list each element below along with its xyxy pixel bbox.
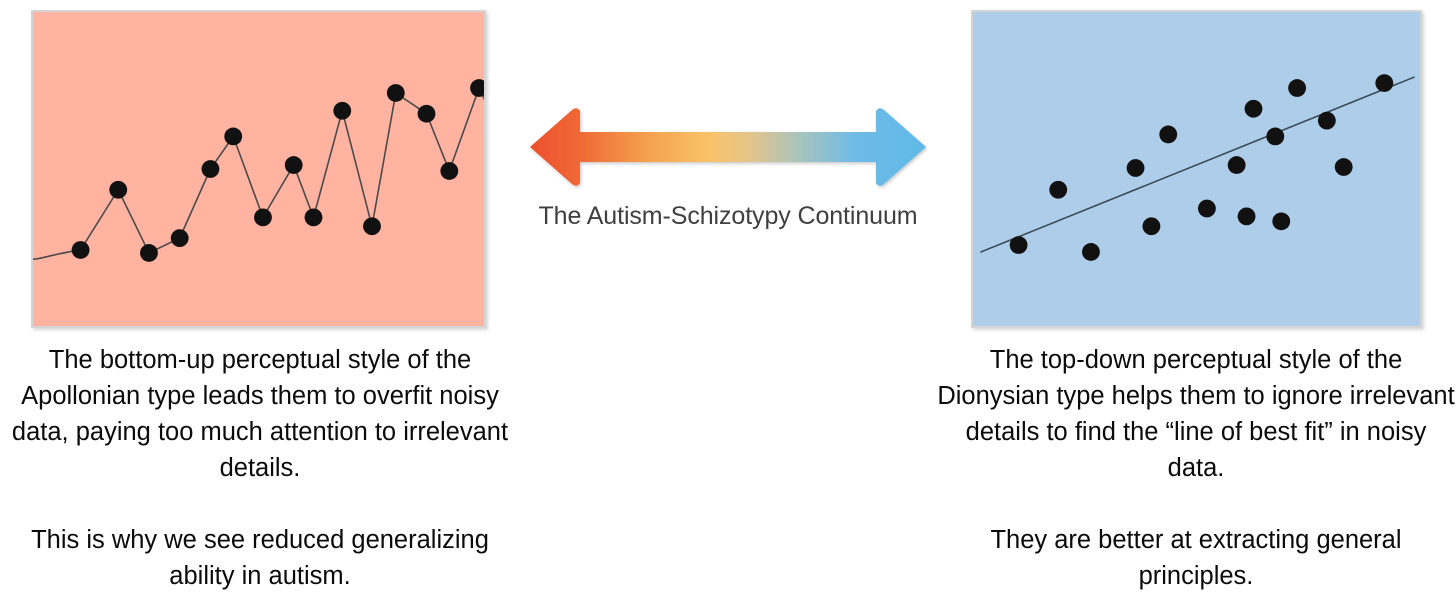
- arrow-shape: [530, 108, 926, 186]
- left-caption: The bottom-up perceptual style of the Ap…: [0, 342, 520, 594]
- data-point: [363, 217, 381, 236]
- data-point: [1272, 212, 1291, 231]
- data-point: [417, 104, 436, 123]
- data-point: [170, 229, 189, 248]
- right-chart-panel: [971, 10, 1422, 328]
- data-point: [71, 241, 90, 259]
- continuum-block: The Autism-Schizotypy Continuum: [508, 104, 948, 254]
- data-point: [1082, 243, 1100, 261]
- data-point: [1237, 207, 1256, 226]
- data-point: [1375, 74, 1394, 92]
- data-point: [470, 79, 484, 97]
- data-point: [440, 162, 459, 180]
- data-point: [1288, 79, 1307, 97]
- data-point: [386, 84, 405, 102]
- data-point: [1334, 158, 1353, 176]
- data-point: [1142, 217, 1161, 236]
- continuum-label: The Autism-Schizotypy Continuum: [538, 202, 918, 230]
- data-point: [254, 208, 272, 227]
- scatter-with-best-fit-chart: [973, 12, 1420, 326]
- right-caption-paragraph-2: They are better at extracting general pr…: [990, 526, 1402, 590]
- left-caption-paragraph-1: The bottom-up perceptual style of the Ap…: [11, 346, 509, 482]
- right-caption: The top-down perceptual style of the Dio…: [936, 342, 1456, 594]
- data-point: [140, 244, 158, 262]
- overfit-line-chart: [33, 12, 484, 326]
- right-data-points: [1009, 74, 1394, 261]
- right-chart-background: [973, 12, 1420, 326]
- data-point: [1197, 199, 1216, 218]
- left-caption-paragraph-2: This is why we see reduced generalizing …: [31, 526, 489, 590]
- data-point: [284, 156, 303, 174]
- double-headed-horizontal-arrow-icon: [530, 108, 926, 186]
- data-point: [304, 208, 323, 227]
- data-point: [1126, 159, 1145, 177]
- data-point: [1159, 125, 1178, 144]
- data-point: [1266, 127, 1285, 146]
- data-point: [201, 160, 220, 178]
- data-point: [109, 180, 128, 199]
- data-point: [224, 127, 243, 146]
- left-data-points: [71, 79, 484, 262]
- data-point: [1244, 99, 1263, 118]
- line-of-best-fit: [980, 76, 1415, 253]
- data-point: [1227, 156, 1246, 174]
- data-point: [1049, 180, 1068, 199]
- left-chart-panel: [31, 10, 486, 328]
- data-point: [1317, 111, 1336, 130]
- left-chart-background: [33, 12, 484, 326]
- data-point: [1009, 236, 1028, 254]
- right-caption-paragraph-1: The top-down perceptual style of the Dio…: [937, 346, 1455, 482]
- data-point: [333, 101, 352, 120]
- overfit-curve: [33, 87, 484, 260]
